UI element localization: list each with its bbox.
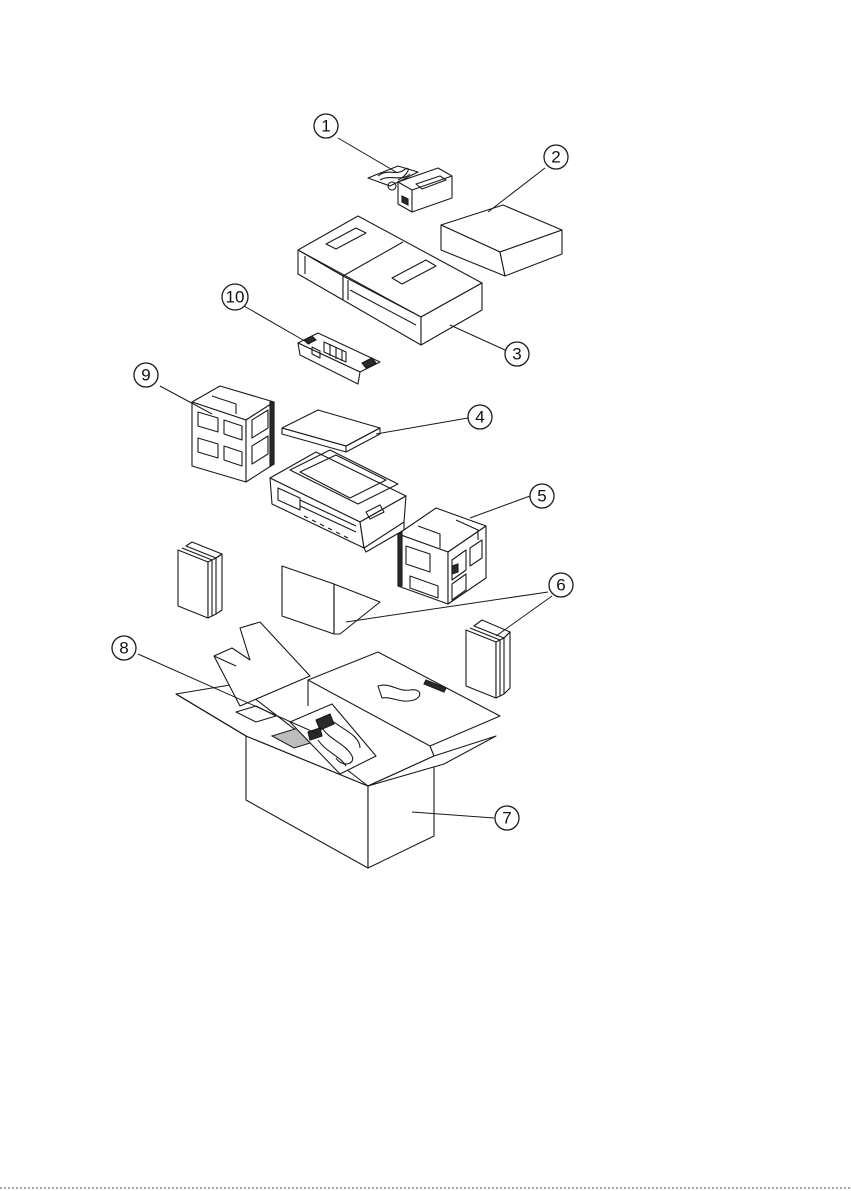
callout-4: 4 bbox=[468, 405, 492, 429]
part-5-right-foam-end-cap bbox=[398, 508, 486, 604]
part-4-paper-guide bbox=[282, 410, 380, 452]
callout-10: 10 bbox=[222, 284, 248, 310]
callout-1: 1 bbox=[314, 114, 338, 138]
callout-6: 6 bbox=[549, 573, 573, 597]
callout-3: 3 bbox=[505, 342, 529, 366]
callout-9: 9 bbox=[134, 363, 158, 387]
part-6-folded-sheet bbox=[282, 566, 380, 634]
leader-6b bbox=[496, 596, 552, 636]
callout-5-label: 5 bbox=[537, 487, 546, 506]
part-9-left-foam-end-cap bbox=[192, 386, 274, 482]
callout-4-label: 4 bbox=[475, 408, 484, 427]
part-10-tractor-unit bbox=[298, 333, 380, 384]
callout-6-label: 6 bbox=[556, 576, 565, 595]
part-1-power-adapter bbox=[368, 166, 452, 212]
part-6-pad-stack-right bbox=[466, 620, 510, 698]
leader-4 bbox=[376, 418, 468, 434]
callout-2: 2 bbox=[544, 145, 568, 169]
callout-7-label: 7 bbox=[502, 809, 511, 828]
leader-3 bbox=[450, 325, 505, 350]
leader-1 bbox=[338, 138, 396, 172]
leader-10 bbox=[244, 306, 310, 344]
callout-8-label: 8 bbox=[119, 639, 128, 658]
callout-3-label: 3 bbox=[512, 345, 521, 364]
callout-7: 7 bbox=[495, 806, 519, 830]
part-6-pad-stack-left bbox=[178, 542, 222, 618]
leader-5 bbox=[470, 496, 530, 518]
callout-5: 5 bbox=[530, 484, 554, 508]
leader-2 bbox=[488, 168, 545, 212]
callout-8: 8 bbox=[112, 636, 136, 660]
callout-10-label: 10 bbox=[226, 288, 245, 307]
callout-1-label: 1 bbox=[321, 117, 330, 136]
callout-9-label: 9 bbox=[141, 366, 150, 385]
printer-unit bbox=[270, 450, 406, 552]
callout-2-label: 2 bbox=[551, 148, 560, 167]
part-2-flat-box bbox=[441, 205, 562, 276]
